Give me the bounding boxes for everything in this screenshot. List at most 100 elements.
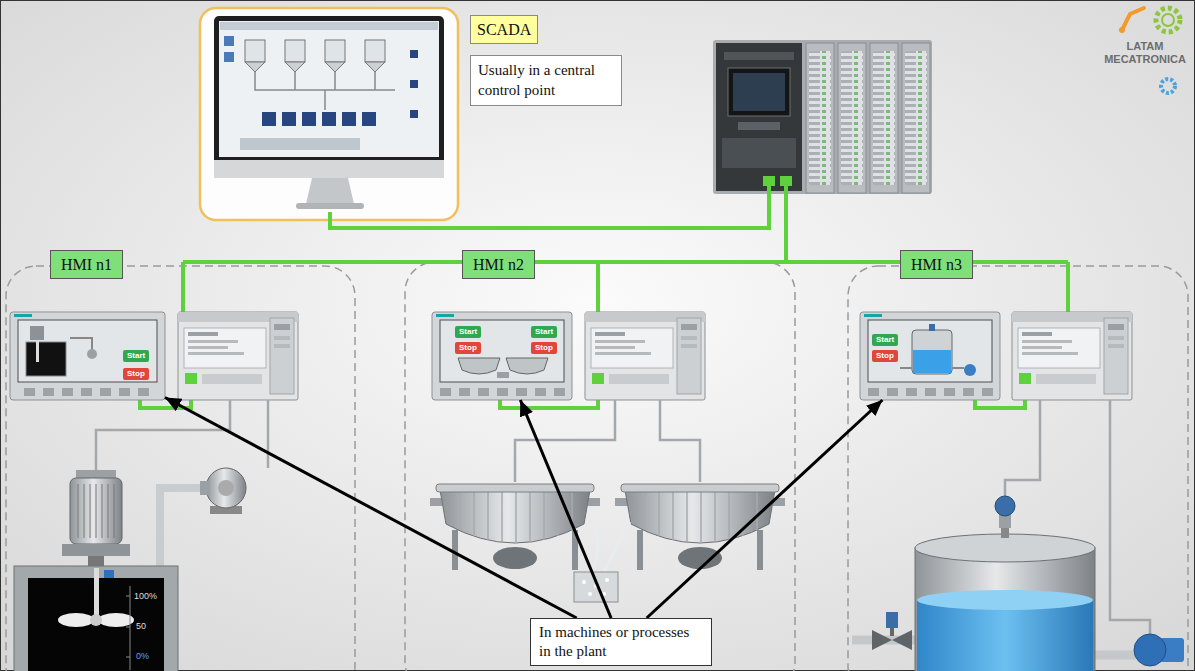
hmi-panel-body	[10, 312, 165, 400]
scada-monitor	[362, 112, 376, 126]
station-plc	[178, 312, 1132, 400]
scada-monitor	[365, 40, 385, 72]
hmi-tag: HMI n3	[900, 250, 973, 279]
screen-button: Start	[872, 334, 898, 346]
station-region	[6, 266, 355, 671]
signal-wire	[1005, 400, 1040, 496]
scada-monitor	[285, 40, 305, 72]
box-text: HMI n2	[473, 255, 524, 274]
callout-arrow	[647, 400, 883, 618]
main-plc	[722, 138, 796, 168]
hmi-panel-body	[440, 388, 565, 396]
scada-monitor	[282, 112, 296, 126]
station-region	[405, 262, 795, 671]
scada-monitor	[410, 50, 418, 58]
note-box: Usually in a central control point	[470, 55, 622, 106]
storage-tank	[917, 590, 1093, 610]
scada-monitor	[214, 160, 444, 178]
scada-monitor	[200, 8, 458, 220]
mixer-tank	[14, 470, 206, 671]
main-plc	[738, 122, 780, 130]
box-text: HMI n3	[911, 255, 962, 274]
signal-wire	[96, 400, 1150, 634]
signal-wire	[1110, 400, 1150, 634]
hmi-panel-body	[18, 320, 157, 382]
hmi-panel-body	[964, 364, 976, 376]
signal-wire	[96, 400, 230, 470]
main-plc	[713, 40, 932, 194]
hmi-panel-body	[860, 312, 1000, 400]
mixer-tank	[62, 544, 130, 556]
signal-wire	[660, 400, 700, 482]
logo-icon	[1156, 8, 1180, 32]
main-plc	[763, 176, 775, 186]
hmi-panel-body	[912, 330, 952, 374]
station-region	[6, 262, 1188, 671]
hmi-panel-body	[87, 349, 97, 359]
scada-monitor	[342, 112, 356, 126]
centrifugal-pump	[200, 468, 246, 514]
mixer-tank	[94, 568, 99, 620]
scada-monitor	[296, 203, 364, 209]
storage-tank	[995, 496, 1015, 516]
mixer-tank	[90, 614, 102, 626]
box-text: In machines or processes in the plant	[539, 623, 703, 661]
scada-monitor	[410, 80, 418, 88]
storage-tank	[1134, 634, 1166, 666]
storage-tank	[915, 548, 1095, 671]
scada-monitor	[255, 72, 395, 110]
hmi-panel-body	[497, 372, 509, 378]
hmi-panel-body	[864, 314, 882, 317]
mixer-tank	[14, 566, 178, 671]
centrifugal-pump	[206, 468, 246, 508]
logo-icon	[1162, 14, 1174, 26]
hmi-panel-body	[30, 326, 44, 340]
scada-monitor	[224, 52, 234, 62]
station-plc	[178, 312, 298, 400]
cooking-kettle	[574, 572, 618, 602]
screen-button: Stop	[531, 342, 557, 354]
scada-monitor	[200, 8, 458, 220]
screen-button: Start	[531, 326, 557, 338]
screen-button: Stop	[455, 342, 481, 354]
network-cable	[330, 186, 769, 228]
cooking-kettle	[582, 580, 586, 584]
callout-arrow	[165, 398, 577, 618]
callout-arrow	[520, 400, 611, 618]
storage-tank	[886, 612, 898, 628]
hmi-panel-body	[26, 342, 66, 376]
storage-tank	[917, 600, 1093, 671]
level-mark: 100%	[134, 591, 157, 602]
hmi-panel-body	[506, 358, 548, 374]
mixer-tank	[104, 570, 114, 578]
mixer-tank	[160, 488, 206, 566]
hmi-panel-body	[913, 350, 951, 373]
network-cable	[596, 262, 600, 312]
hmi-panel: Start StartStop Stop	[432, 312, 572, 400]
screen-button: Start	[455, 326, 481, 338]
main-plc	[780, 176, 792, 186]
box-text: SCADA	[477, 20, 531, 39]
scada-monitor	[410, 110, 418, 118]
main-plc	[902, 43, 930, 193]
mixer-tank	[58, 613, 94, 627]
network-cable	[181, 262, 185, 312]
cooking-kettle	[615, 484, 785, 570]
hmi-tag: HMI n2	[462, 250, 535, 279]
scada-monitor	[302, 112, 316, 126]
scada-monitor	[245, 40, 265, 72]
hmi-panel-body	[900, 367, 964, 369]
main-plc	[838, 43, 866, 193]
logo-text: LATAM MECATRONICA	[1100, 40, 1190, 66]
storage-tank	[852, 496, 1184, 671]
cooking-kettle	[588, 592, 592, 596]
centrifugal-pump	[218, 480, 234, 496]
box-text: Usually in a central control point	[478, 61, 614, 100]
network-cable	[784, 186, 788, 262]
hmi-panel-body	[14, 314, 32, 317]
mixer-tank	[78, 484, 114, 538]
hmi-panel-body	[432, 312, 572, 400]
mixer-tank	[98, 613, 134, 627]
centrifugal-pump	[200, 481, 210, 495]
